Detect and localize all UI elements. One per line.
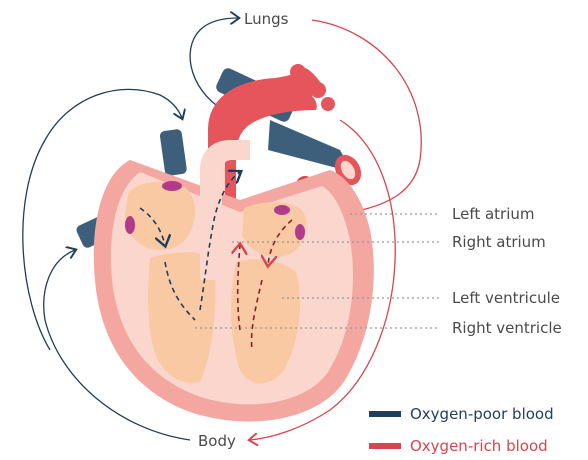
label-left-ventricle: Left ventricule xyxy=(452,289,560,307)
label-lungs: Lungs xyxy=(244,10,288,28)
legend-swatch-rich xyxy=(369,443,401,449)
superior-vena-cava xyxy=(159,129,187,177)
legend-swatch-poor xyxy=(369,411,401,417)
mitral-valve xyxy=(274,205,290,215)
label-right-ventricle: Right ventricle xyxy=(452,319,562,337)
legend-label-poor: Oxygen-poor blood xyxy=(410,405,554,423)
right-atrium-chamber xyxy=(125,182,195,250)
legend-label-rich: Oxygen-rich blood xyxy=(410,437,548,455)
label-body: Body xyxy=(198,432,236,450)
label-left-atrium: Left atrium xyxy=(452,205,535,223)
label-right-atrium: Right atrium xyxy=(452,233,546,251)
tricuspid-valve xyxy=(162,181,182,191)
